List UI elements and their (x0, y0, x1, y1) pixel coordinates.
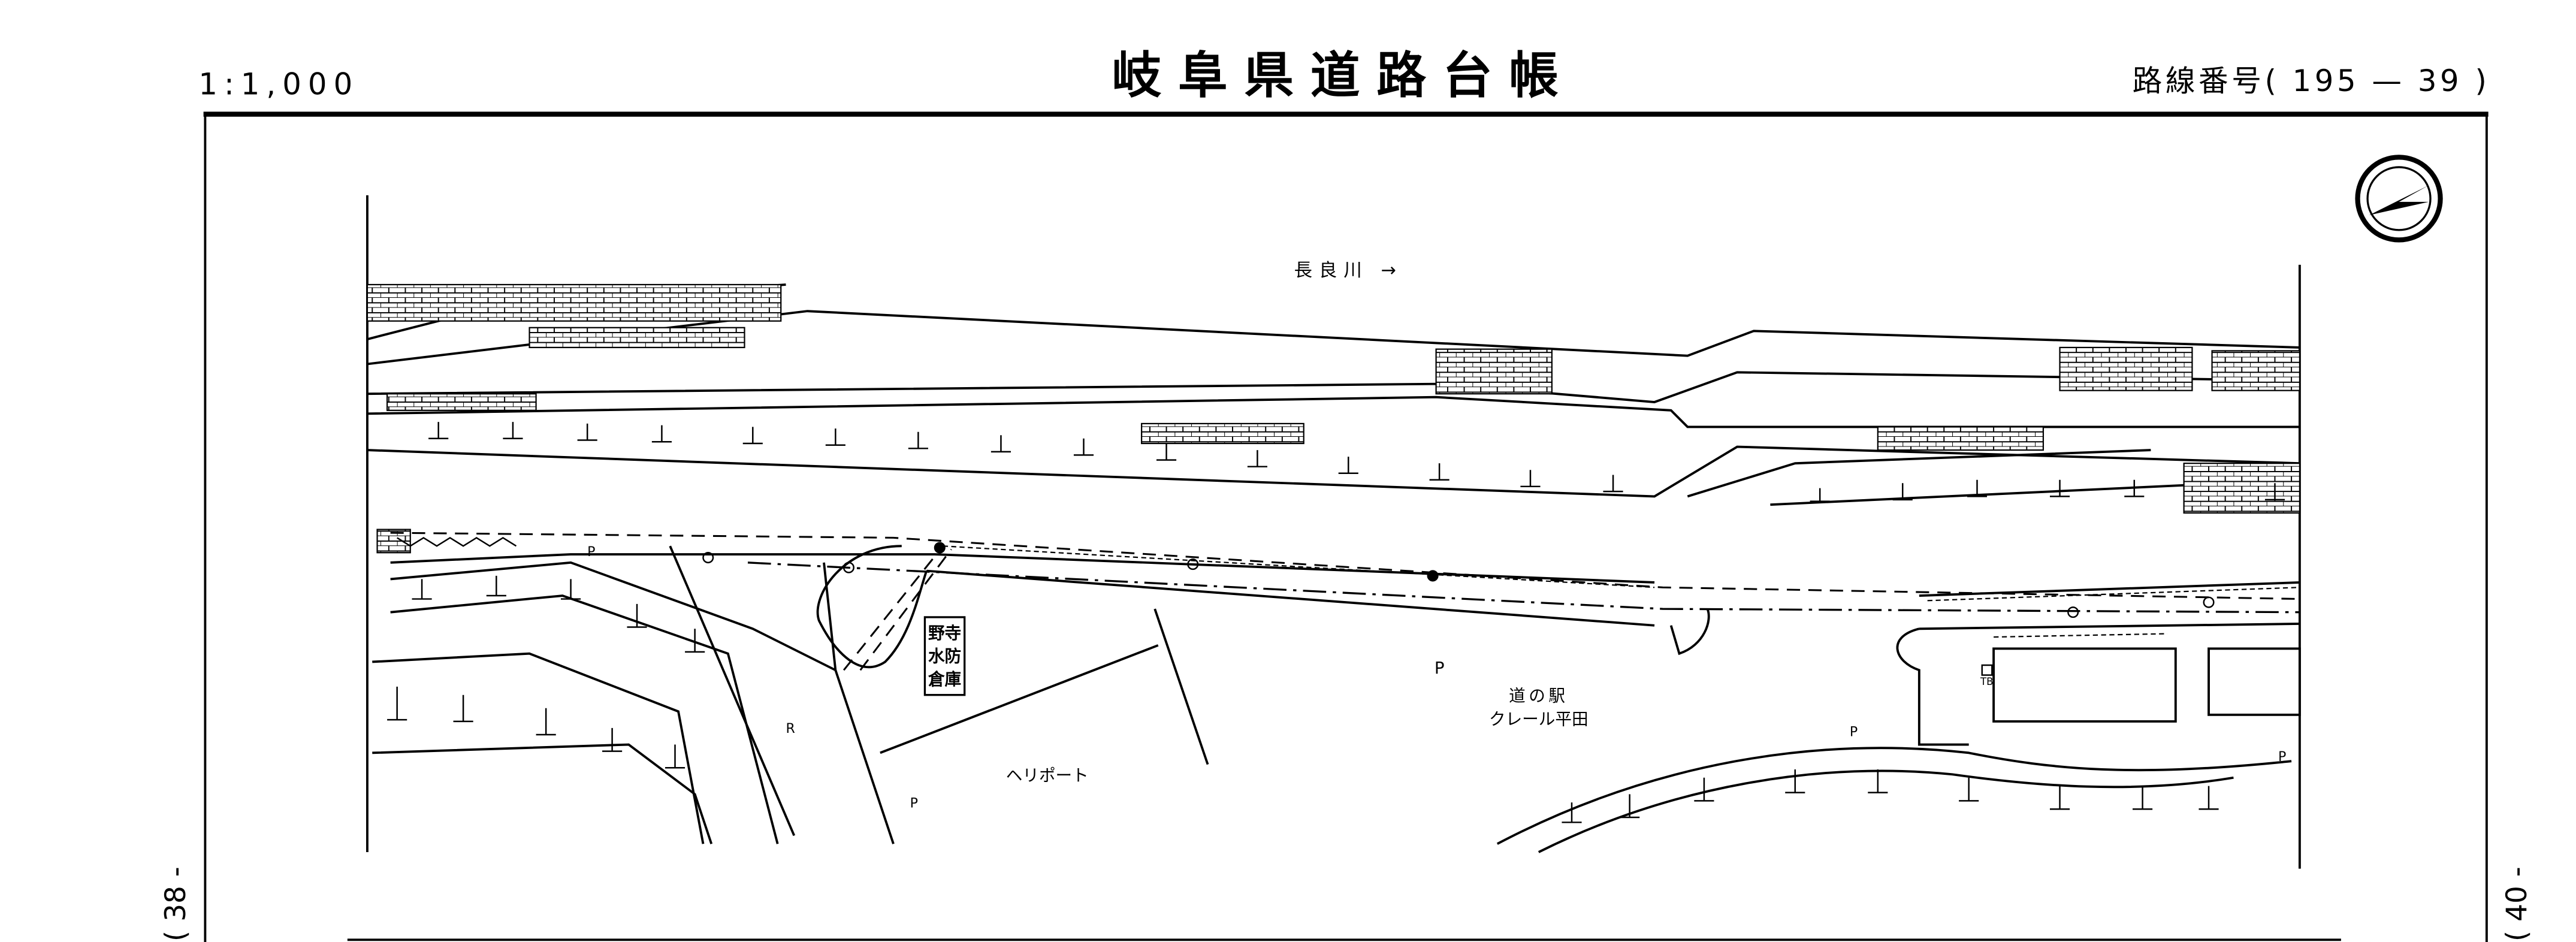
parking-label: P (587, 545, 595, 560)
page-title: 岐阜県道路台帳 (1112, 47, 1575, 105)
station-name: 道の駅 (1509, 686, 1568, 706)
map-drawing (366, 195, 2301, 869)
svg-text:水防: 水防 (928, 646, 961, 666)
next-sheet-label: ( 40 - (2500, 866, 2533, 941)
scale-label: 1:1,000 (198, 67, 359, 101)
parking-label: P (910, 796, 918, 811)
prev-sheet-label: ( 38 - (159, 866, 192, 941)
warehouse-label: 野寺 水防 倉庫 (923, 616, 966, 696)
route-number: 路線番号( 195 — 39 ) (2133, 64, 2490, 98)
river-label: 長良川 → (1294, 260, 1403, 281)
station-subname: クレール平田 (1489, 709, 1589, 729)
ramp-label: R (786, 721, 795, 736)
svg-text:野寺: 野寺 (928, 623, 961, 643)
parking-label: P (2278, 750, 2286, 765)
north-arrow-icon (2355, 155, 2443, 243)
parking-label: P (1850, 725, 1858, 740)
parking-label: P (1435, 658, 1445, 678)
svg-text:倉庫: 倉庫 (928, 669, 961, 689)
heliport-label: ヘリポート (1006, 765, 1089, 785)
tb-label: TB (1980, 676, 1993, 687)
